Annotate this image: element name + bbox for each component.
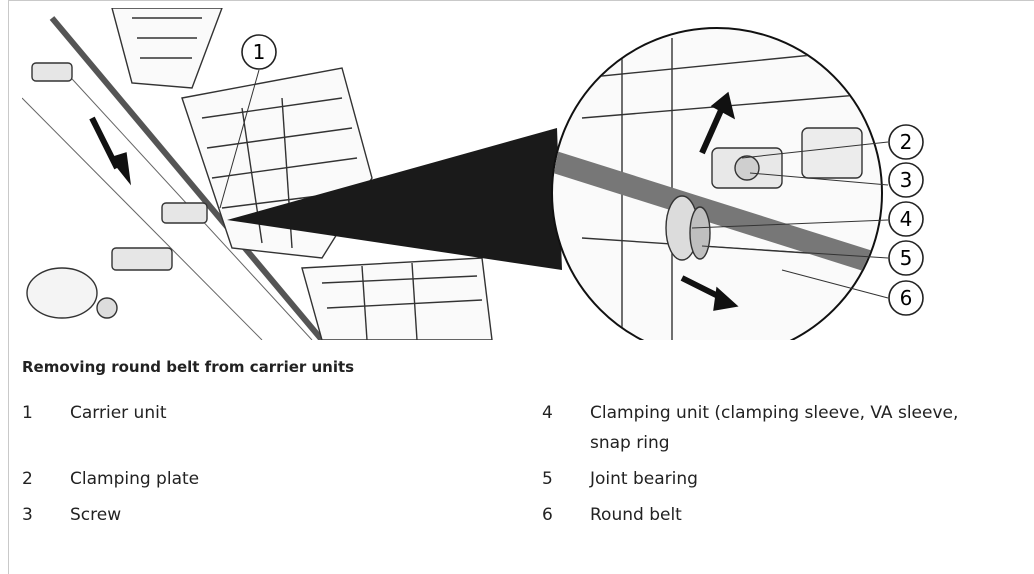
technical-illustration: 1 2 3 4 5 6 — [22, 8, 924, 340]
legend-item-text: Joint bearing — [590, 469, 698, 489]
legend-item-text: Clamping unit (clamping sleeve, VA sleev… — [590, 403, 959, 453]
callout-6-label: 6 — [900, 286, 913, 310]
detail-view — [551, 27, 883, 340]
callout-4-label: 4 — [900, 207, 913, 231]
legend-left-column: 1 Carrier unit 2 Clamping plate 3 Screw — [22, 398, 542, 530]
legend-item: 4 Clamping unit (clamping sleeve, VA sle… — [542, 398, 982, 458]
zoom-wedge — [227, 128, 562, 270]
callout-6: 6 — [888, 280, 924, 316]
legend-item-number: 6 — [542, 505, 553, 525]
callout-1-label: 1 — [253, 40, 266, 64]
legend-item-number: 5 — [542, 469, 553, 489]
legend-item-text: Clamping plate — [70, 469, 200, 489]
callout-4: 4 — [888, 201, 924, 237]
legend-item-text: Screw — [70, 505, 122, 525]
legend-item: 6 Round belt — [542, 500, 982, 530]
legend-item: 3 Screw — [22, 500, 542, 530]
legend-item-text: Carrier unit — [70, 403, 167, 423]
callout-3: 3 — [888, 162, 924, 198]
legend-item-text: Round belt — [590, 505, 682, 525]
callout-1: 1 — [241, 34, 277, 70]
callout-markers: 1 2 3 4 5 6 — [241, 34, 924, 316]
legend-item: 1 Carrier unit — [22, 398, 542, 458]
page-frame — [8, 0, 1034, 574]
legend-item-number: 1 — [22, 403, 33, 423]
legend-item-number: 4 — [542, 403, 553, 423]
carrier-basket-bottom — [301, 257, 493, 340]
legend-item: 5 Joint bearing — [542, 464, 982, 494]
callout-5-label: 5 — [900, 246, 913, 270]
callout-3-label: 3 — [900, 168, 913, 192]
leader-lines — [219, 69, 889, 299]
callout-2: 2 — [888, 124, 924, 160]
figure-caption: Removing round belt from carrier units — [22, 358, 355, 376]
callout-2-label: 2 — [900, 130, 913, 154]
legend-right-column: 4 Clamping unit (clamping sleeve, VA sle… — [542, 398, 982, 530]
legend-item-number: 3 — [22, 505, 33, 525]
carrier-basket-top — [111, 8, 223, 89]
legend-item: 2 Clamping plate — [22, 464, 542, 494]
callout-5: 5 — [888, 240, 924, 276]
legend-item-number: 2 — [22, 469, 33, 489]
